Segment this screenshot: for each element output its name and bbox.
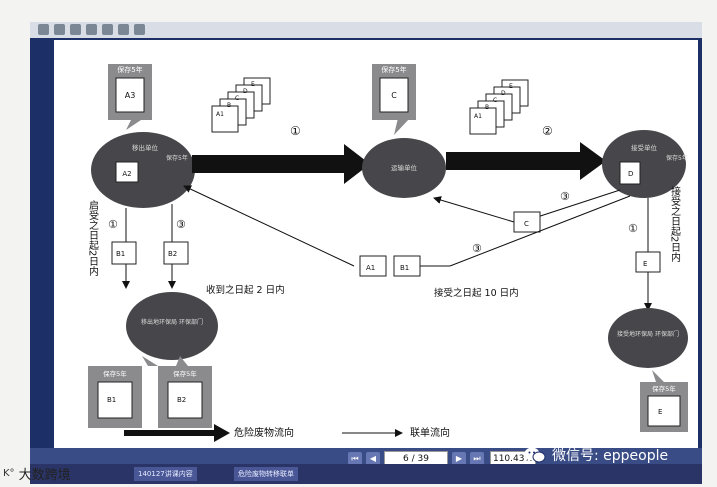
doc-c-label: C	[391, 91, 397, 100]
screen: 保存5年 A3 移出单位 保存5年 A2 E D C	[30, 22, 702, 470]
legend-waste-flow: 危险废物流向	[234, 426, 294, 439]
toolbar-button-icon[interactable]	[86, 24, 97, 35]
step-1-label: ①	[290, 124, 301, 138]
keep-label: 保存5年	[117, 65, 142, 74]
transport-unit: 运输单位	[362, 138, 446, 198]
step-3-left-label: ③	[176, 218, 186, 231]
env-left-circle-label: 移出地环保局 环保部门	[141, 318, 203, 326]
viewer-toolbar	[30, 22, 702, 38]
step-3-bottom-label: ③	[472, 242, 482, 255]
next-page-icon[interactable]: ▶	[452, 452, 466, 466]
watermark-left-text: 大数跨境	[18, 467, 71, 483]
document-page: 保存5年 A3 移出单位 保存5年 A2 E D C	[54, 40, 698, 448]
env-bureau-right: 接受地环保局 环保部门 保存5年 E	[608, 308, 688, 432]
stack-doc-a1: A1	[474, 113, 482, 120]
legend: 危险废物流向 联单流向	[124, 424, 450, 442]
stack-doc-c: C	[493, 97, 497, 104]
transport-circle-label: 运输单位	[391, 163, 418, 172]
env-bureau-left: 移出地环保局 环保部门 保存5年 B1 保存5年 B2	[88, 292, 218, 428]
doc-b2-left-label: B2	[168, 250, 177, 258]
env-left-doc2-label: B2	[177, 396, 186, 404]
keep-label: 保存5年	[381, 65, 406, 74]
taskbar-item-1[interactable]: 140127讲课内容	[134, 467, 197, 481]
receiver-keep-circle: 保存5年	[666, 154, 688, 162]
doc-c-return-label: C	[524, 220, 529, 228]
receive-2-days-text: 收到之日起 2 日内	[206, 284, 285, 296]
prev-page-icon[interactable]: ◀	[366, 452, 380, 466]
wechat-icon	[524, 446, 546, 464]
doc-b1-mid-label: B1	[400, 264, 409, 272]
step-3-return-label: ③	[560, 190, 570, 203]
step-1-left-label: ①	[108, 218, 118, 231]
doc-a3-label: A3	[125, 91, 136, 100]
manifest-flow-diagram: 保存5年 A3 移出单位 保存5年 A2 E D C	[87, 64, 688, 442]
receiver-unit: 接受单位 保存5年 D	[602, 130, 688, 198]
first-page-icon[interactable]: ⏮	[348, 452, 362, 466]
manifest-stack-2: E D C B A1	[469, 79, 529, 135]
stack-doc-b: B	[227, 102, 231, 109]
receive-10-days-text: 接受之日起 10 日内	[434, 287, 519, 299]
stack-doc-b: B	[485, 104, 489, 111]
vertical-text-left: 启受之日起2日内	[87, 199, 99, 277]
watermark-left: K° 大数跨境	[3, 462, 71, 484]
step-2-label: ②	[542, 124, 553, 138]
vertical-right-text: 接受之日起2日内	[669, 185, 681, 263]
taskbar: 140127讲课内容 危险废物转移联单	[30, 464, 702, 484]
last-page-icon[interactable]: ⏭	[470, 452, 484, 466]
receiver-circle-label: 接受单位	[631, 143, 658, 152]
keep-label: 保存5年	[652, 384, 676, 393]
stack-doc-d: D	[501, 90, 506, 97]
toolbar-button-icon[interactable]	[54, 24, 65, 35]
doc-a2-label: A2	[122, 170, 131, 178]
keep-label: 保存5年	[103, 369, 127, 378]
vertical-text-right: 接受之日起2日内	[669, 185, 681, 263]
watermark-right-text: 微信号: eppeople	[552, 448, 669, 464]
keep-label: 保存5年	[173, 369, 197, 378]
waste-flow-arrow-2: ②	[446, 124, 606, 180]
waste-flow-arrow-1: ①	[192, 124, 370, 184]
manifest-stack-1: E D C B A1	[211, 77, 271, 133]
watermark-right: 微信号: eppeople	[524, 444, 668, 466]
logo-icon: K°	[3, 467, 15, 479]
doc-b1-left-label: B1	[116, 250, 125, 258]
env-right-doc-label: E	[658, 408, 662, 416]
generator-keep-callout: 保存5年 A3	[108, 64, 152, 130]
env-right-circle-label: 接受地环保局 环保部门	[617, 330, 679, 338]
generator-circle-label: 移出单位	[132, 143, 159, 152]
generator-keep-circle: 保存5年	[166, 154, 188, 162]
stack-doc-e: E	[251, 81, 255, 88]
return-flow-a1-b1: A1 B1 ③	[183, 185, 631, 277]
return-flow-c: C ③	[433, 189, 621, 233]
toolbar-button-icon[interactable]	[118, 24, 129, 35]
stack-doc-e: E	[509, 83, 513, 90]
left-flows: B1 B2 ① ③	[108, 204, 189, 289]
transport-keep-callout: 保存5年 C	[372, 64, 416, 135]
toolbar-button-icon[interactable]	[102, 24, 113, 35]
stack-doc-c: C	[235, 95, 239, 102]
right-flow-e: E ①	[628, 198, 661, 311]
taskbar-item-2[interactable]: 危险废物转移联单	[234, 467, 298, 481]
toolbar-button-icon[interactable]	[38, 24, 49, 35]
toolbar-button-icon[interactable]	[70, 24, 81, 35]
toolbar-button-icon[interactable]	[134, 24, 145, 35]
legend-form-flow: 联单流向	[410, 426, 450, 439]
env-left-doc1-label: B1	[107, 396, 116, 404]
doc-d-label: D	[628, 170, 633, 178]
doc-a1-mid-label: A1	[366, 264, 375, 272]
generator-unit: 移出单位 保存5年 A2	[91, 132, 195, 208]
vertical-left-text: 启受之日起2日内	[87, 199, 99, 277]
doc-e-right-label: E	[643, 260, 647, 268]
stack-doc-a1: A1	[216, 111, 224, 118]
step-1-right-label: ①	[628, 222, 638, 235]
stack-doc-d: D	[243, 88, 248, 95]
